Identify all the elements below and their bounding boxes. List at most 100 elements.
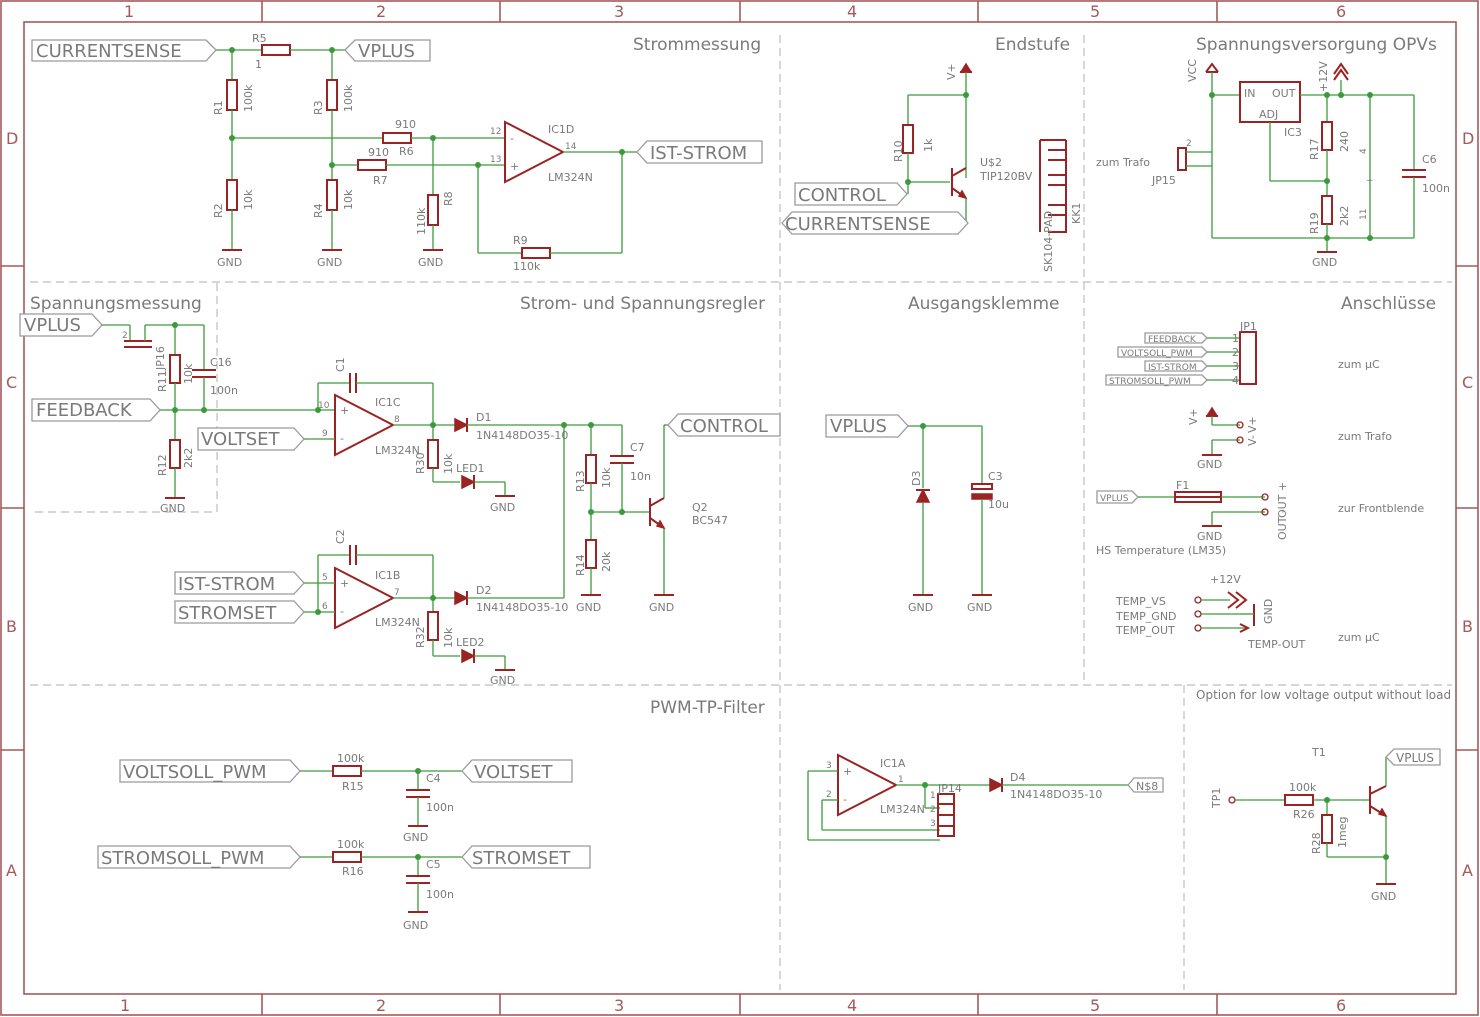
section-title-anschluesse: Anschlüsse <box>1341 294 1436 314</box>
strommessung-block: CURRENTSENSE R5 1 VPLUS R1 100k R2 10k G… <box>31 32 763 273</box>
r13-label: R13 <box>574 470 587 492</box>
ic1c-plus: + <box>340 404 349 417</box>
temp-gnd-symbol: GND <box>1262 599 1275 624</box>
r30-label: R30 <box>414 452 427 474</box>
jp14-pin2: 2 <box>930 805 936 815</box>
jp1-pin-stromsoll: STROMSOLL_PWM <box>1109 377 1191 387</box>
gnd-led1: GND <box>490 501 515 514</box>
ic1b-pin7: 7 <box>394 588 400 598</box>
ic3-label: IC3 <box>1284 126 1302 139</box>
col-label-6: 6 <box>1336 2 1346 21</box>
trafo-v-plus: V+ <box>1246 416 1259 433</box>
net-vplus-left: VPLUS <box>24 315 81 336</box>
row-label-c-right: C <box>1462 373 1473 392</box>
gnd-q2: GND <box>649 601 674 614</box>
v12-label: +12V <box>1317 61 1330 92</box>
c4-label: C4 <box>426 772 441 785</box>
d1-label: D1 <box>476 411 491 424</box>
ic1d-pin13: 13 <box>490 155 501 165</box>
ic1c-minus: - <box>340 432 344 445</box>
u2-label: U$2 <box>980 156 1002 169</box>
option-vplus: VPLUS <box>1396 751 1434 765</box>
u2-value: TIP120BV <box>979 170 1033 183</box>
gnd-r14: GND <box>576 601 601 614</box>
ic1c-pin8: 8 <box>394 415 400 425</box>
r12-label: R12 <box>156 454 169 476</box>
jp1-num-2: 2 <box>1232 346 1239 359</box>
net-stromset-pwm: STROMSET <box>472 848 571 869</box>
jp15-label: JP15 <box>1151 174 1176 187</box>
net-stromsoll-pwm: STROMSOLL_PWM <box>101 848 264 869</box>
r8-label: R8 <box>442 191 455 206</box>
net-feedback: FEEDBACK <box>36 400 133 421</box>
gnd-r4: GND <box>317 256 342 269</box>
endstufe-block: V+ R10 1k U$2 TIP120BV CONTROL CURRENTSE… <box>781 62 1083 272</box>
r9-label: R9 <box>513 234 528 247</box>
section-title-endstufe: Endstufe <box>995 35 1070 55</box>
gnd-front: GND <box>1197 530 1222 543</box>
ic1a-minus: - <box>843 793 847 806</box>
anschluesse-block: FEEDBACK VOLTSOLL_PWM IST-STROM STROMSOL… <box>1096 320 1424 651</box>
ic1a-block: + - IC1A LM324N 3 2 1 JP14 1 2 3 D4 1N41… <box>807 753 1164 841</box>
trafo-v-minus: V- <box>1246 435 1259 446</box>
c3-value: 10u <box>988 498 1009 511</box>
gnd-r12: GND <box>160 502 185 515</box>
c6-label: C6 <box>1422 153 1437 166</box>
jp14-pin3: 3 <box>930 819 936 829</box>
r16-label: R16 <box>342 865 364 878</box>
row-label-d-right: D <box>1462 129 1474 148</box>
front-vplus: VPLUS <box>1100 494 1129 504</box>
ic1d-label: IC1D <box>548 123 574 136</box>
gnd-versorgung: GND <box>1312 256 1337 269</box>
jp15-pin2: 2 <box>1186 139 1192 149</box>
row-label-c: C <box>6 373 17 392</box>
ic1a-pin2: 2 <box>826 790 832 800</box>
col-label-1-bottom: 1 <box>120 996 130 1015</box>
front-note: zur Frontblende <box>1338 502 1424 515</box>
r4-label: R4 <box>312 203 325 218</box>
r28-value: 1meg <box>1336 817 1349 848</box>
ic1c-label: IC1C <box>375 396 401 409</box>
ic1b-label: IC1B <box>375 569 400 582</box>
section-title-ausgangsklemme: Ausgangsklemme <box>908 294 1060 314</box>
temp-out-label: TEMP-OUT <box>1247 638 1306 651</box>
net-stromset-regler: STROMSET <box>178 603 277 624</box>
net-ist-strom-top: IST-STROM <box>650 143 747 164</box>
ic1b-pin5: 5 <box>322 573 328 583</box>
r7-label: R7 <box>373 174 388 187</box>
gnd-c4: GND <box>403 831 428 844</box>
front-out-plus: OUT + <box>1276 482 1289 518</box>
r19-value: 2k2 <box>1338 206 1351 226</box>
c5-value: 100n <box>426 888 454 901</box>
jp1-num-1: 1 <box>1232 332 1239 345</box>
jp1-num-3: 3 <box>1232 360 1239 373</box>
ic1a-type: LM324N <box>880 803 925 816</box>
ic1a-label: IC1A <box>880 757 906 770</box>
col-label-6-bottom: 6 <box>1336 996 1346 1015</box>
col-label-2-bottom: 2 <box>376 996 386 1015</box>
gnd-c5: GND <box>403 919 428 932</box>
r2-label: R2 <box>212 203 225 218</box>
r17-label: R17 <box>1308 138 1321 160</box>
section-title-strommessung: Strommessung <box>633 35 761 55</box>
ic1c-pin9: 9 <box>322 429 328 439</box>
ic1c-type: LM324N <box>375 444 420 457</box>
q2-label: Q2 <box>692 501 708 514</box>
r14-label: R14 <box>574 554 587 576</box>
led1-label: LED1 <box>456 462 485 475</box>
temp-note: zum µC <box>1338 631 1380 644</box>
r13-value: 10k <box>600 467 613 488</box>
col-label-2: 2 <box>376 2 386 21</box>
c16-value: 100n <box>210 384 238 397</box>
net-ist-strom-regler: IST-STROM <box>178 574 275 595</box>
hs-temp-label: HS Temperature (LM35) <box>1096 544 1226 557</box>
tp1-label: TP1 <box>1210 788 1223 809</box>
col-label-5: 5 <box>1090 2 1100 21</box>
col-label-3: 3 <box>614 2 624 21</box>
supply-pin11: 11 <box>1359 209 1369 220</box>
r11-label: R11 <box>156 370 169 392</box>
vplus-symbol-label: V+ <box>945 63 958 80</box>
r3-value: 100k <box>342 84 355 112</box>
d4-value: 1N4148DO35-10 <box>1010 788 1102 801</box>
